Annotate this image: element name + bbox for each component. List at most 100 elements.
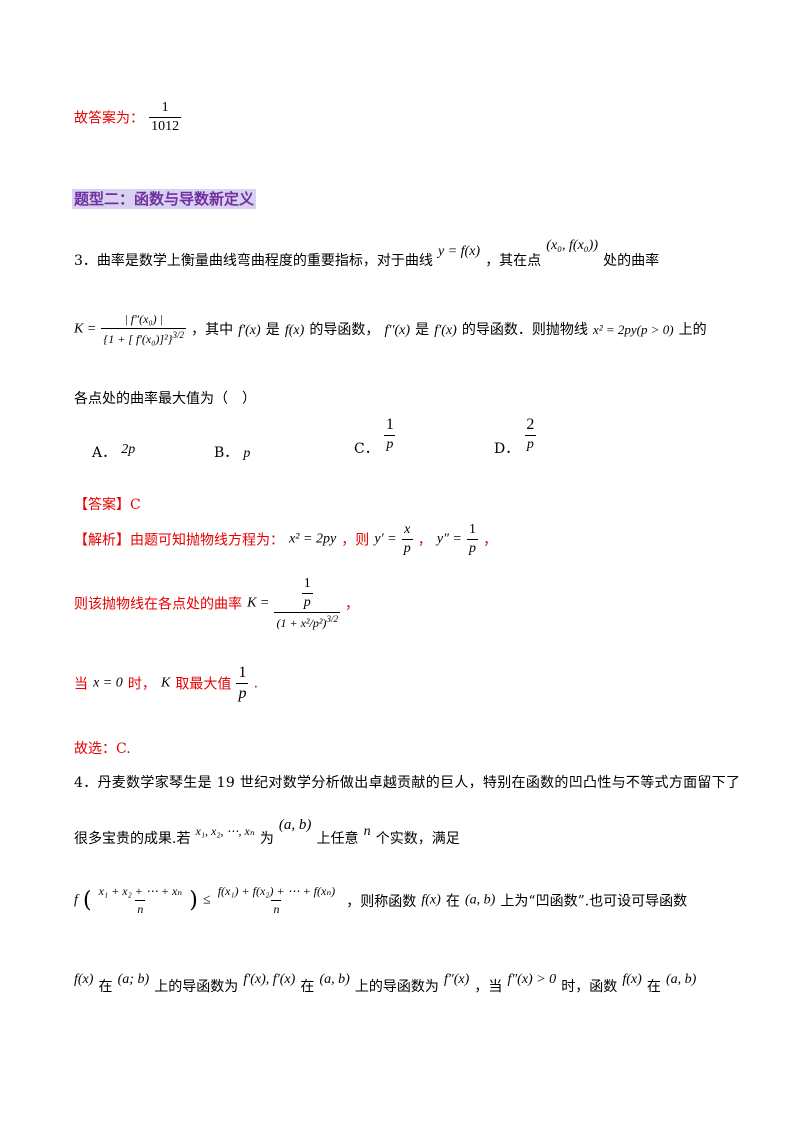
q3-fx: f(x) bbox=[284, 323, 305, 338]
q4-text-2d: 个实数，满足 bbox=[375, 831, 460, 847]
q4-interval5: (a, b) bbox=[665, 972, 697, 987]
q4-interval: (a, b) bbox=[278, 817, 312, 833]
q4-line4: f(x) 在 (a; b) 上的导函数为 f′(x), f′(x) 在 (a, … bbox=[74, 968, 697, 995]
option-c-num: 1 bbox=[385, 416, 394, 433]
q4-fx2: f(x) bbox=[622, 972, 642, 987]
analysis-line1: 【解析】由题可知抛物线方程为： x² = 2py ，则 y′ = x p ， y… bbox=[74, 522, 497, 557]
q4-paren-close: ) bbox=[189, 888, 198, 913]
analysis-label: 【解析】由题可知抛物线方程为： bbox=[74, 532, 284, 549]
prev-answer-num: 1 bbox=[161, 100, 169, 115]
q3-text-4: ，其中 bbox=[191, 322, 234, 338]
q3-option-b[interactable]: B． p bbox=[214, 442, 250, 462]
q4-text-4d: 上的导函数为 bbox=[354, 979, 439, 995]
q4-line1: 4．丹麦数学家琴生是 19 世纪对数学分析做出卓越贡献的巨人，特别在函数的凹凸性… bbox=[74, 775, 741, 791]
q4-fx: f(x) bbox=[421, 892, 441, 908]
q3-fp: f′(x) bbox=[238, 323, 261, 338]
q4-jensen-lhs-den: n bbox=[135, 900, 146, 916]
option-d-fraction: 2 p bbox=[524, 416, 536, 453]
q4-text-2b: 为 bbox=[259, 831, 274, 847]
q3-option-d[interactable]: D． 2 p bbox=[494, 416, 536, 457]
analysis-K-num-num: 1 bbox=[303, 576, 311, 591]
q4-text-4b: 上的导函数为 bbox=[154, 979, 239, 995]
analysis-text-3c: 取最大值 bbox=[175, 676, 232, 693]
analysis-K-den-wrap: (1 + x²/p²)3/2 bbox=[274, 612, 340, 631]
q3-line2: K = | f″(x₀) | {1 + [ f′(x₀)]²}3/2 ，其中 f… bbox=[74, 312, 707, 347]
q4-text-4g: 在 bbox=[646, 979, 661, 995]
q3-text-1: 3．曲率是数学上衡量曲线弯曲程度的重要指标，对于曲线 bbox=[74, 253, 433, 269]
analysis-yp: y′ = bbox=[374, 531, 397, 547]
q4-jensen-rhs-frac: f(x₁) + f(x₂) + ⋯ + f(xₙ) n bbox=[216, 884, 337, 917]
q4-derivs: f′(x), f′(x) bbox=[243, 972, 296, 987]
option-b-value: p bbox=[243, 446, 251, 461]
q3-K-lhs: K = bbox=[74, 321, 97, 337]
analysis-text-3-end: . bbox=[253, 675, 259, 692]
q3-text-3: 处的曲率 bbox=[603, 253, 660, 269]
q3-option-a[interactable]: A． 2p bbox=[92, 442, 135, 462]
prev-answer-fraction: 1 1012 bbox=[149, 100, 182, 135]
analysis-K-den: (1 + x²/p²) bbox=[276, 616, 327, 630]
section-heading: 题型二：函数与导数新定义 bbox=[72, 188, 257, 209]
q3-point: (x₀, f(x₀)) bbox=[546, 238, 598, 253]
analysis-yp-frac: x p bbox=[401, 522, 413, 557]
option-d-num: 2 bbox=[526, 416, 535, 433]
analysis-line3: 当 x = 0 时， K 取最大值 1 p . bbox=[74, 664, 258, 703]
analysis-K-den-exp: 3/2 bbox=[326, 614, 338, 624]
q4-vars: x₁, x₂, ⋯, xₙ bbox=[195, 824, 255, 838]
analysis-Kvar: K bbox=[160, 675, 171, 691]
analysis-yp-num: x bbox=[404, 522, 411, 537]
analysis-eq: x² = 2py bbox=[289, 531, 337, 547]
q3-curve: y = f(x) bbox=[438, 244, 481, 259]
q3-K-num: | f″(x₀) | bbox=[124, 312, 163, 326]
q3-option-c[interactable]: C． 1 p bbox=[354, 416, 396, 457]
q4-jensen-lhs-num: x₁ + x₂ + ⋯ + xₙ bbox=[98, 884, 183, 898]
q4-interval3: (a; b) bbox=[117, 972, 150, 987]
q4-text-4c: 在 bbox=[300, 979, 315, 995]
q4-jensen-rhs-den: n bbox=[271, 900, 282, 916]
analysis-ypp-num: 1 bbox=[468, 522, 476, 537]
q3-K-den: {1 + [ f′(x₀)]²} bbox=[103, 332, 173, 346]
q3-fp2: f′(x) bbox=[434, 323, 457, 338]
option-b-label: B． bbox=[214, 445, 239, 461]
analysis-K-num-frac: 1 p bbox=[301, 576, 313, 611]
option-d-den: p bbox=[524, 435, 536, 452]
prev-answer-den: 1012 bbox=[149, 117, 182, 134]
q3-K-den-wrap: {1 + [ f′(x₀)]²}3/2 bbox=[101, 328, 186, 347]
q3-K-den-exp: 3/2 bbox=[172, 330, 184, 340]
q4-interval2: (a, b) bbox=[465, 892, 496, 908]
q3-fpp: f′′(x) bbox=[384, 323, 411, 338]
q4-text-3a: ，则称函数 bbox=[346, 893, 417, 910]
section-title: 题型二：函数与导数新定义 bbox=[72, 189, 257, 209]
choice-line: 故选：C. bbox=[74, 741, 131, 757]
prev-answer-label: 故答案为： bbox=[74, 110, 144, 127]
q4-text-3c: 上为“凹函数”.也可设可导函数 bbox=[500, 893, 688, 910]
q3-line1: 3．曲率是数学上衡量曲线弯曲程度的重要指标，对于曲线 y = f(x) ，其在点… bbox=[74, 238, 659, 269]
option-c-label: C． bbox=[354, 441, 379, 457]
q3-text-8: 的导函数．则抛物线 bbox=[461, 322, 588, 338]
q4-interval4: (a, b) bbox=[319, 972, 350, 987]
q3-line3: 各点处的曲率最大值为（ ） bbox=[74, 391, 256, 407]
q4-line3: f ( x₁ + x₂ + ⋯ + xₙ n ) ≤ f(x₁) + f(x₂)… bbox=[74, 884, 687, 917]
analysis-yp-den: p bbox=[401, 539, 413, 556]
analysis-max-den: p bbox=[236, 683, 249, 702]
analysis-K-fraction: 1 p (1 + x²/p²)3/2 bbox=[274, 576, 340, 631]
q4-leq: ≤ bbox=[202, 892, 211, 908]
q4-text-4e: ，当 bbox=[474, 979, 503, 995]
q4-jensen-f: f bbox=[74, 892, 78, 908]
analysis-text-2-end: ， bbox=[345, 596, 360, 613]
q3-text-9: 上的 bbox=[678, 322, 707, 338]
q4-text-3b: 在 bbox=[445, 893, 460, 910]
option-a-value: 2p bbox=[121, 442, 136, 457]
analysis-text-3a: 当 bbox=[74, 676, 88, 693]
option-d-label: D． bbox=[494, 441, 520, 457]
q3-text-5: 是 bbox=[265, 322, 280, 338]
q3-K-fraction: | f″(x₀) | {1 + [ f′(x₀)]²}3/2 bbox=[101, 312, 186, 347]
q4-text-2a: 很多宝贵的成果.若 bbox=[74, 831, 191, 847]
q4-line4-fx: f(x) bbox=[74, 972, 94, 987]
q4-text-4f: 时，函数 bbox=[561, 979, 618, 995]
answer-line: 【答案】C bbox=[74, 497, 141, 513]
analysis-max-frac: 1 p bbox=[236, 664, 249, 703]
q4-text-2c: 上任意 bbox=[316, 831, 359, 847]
analysis-then: ，则 bbox=[341, 532, 370, 549]
analysis-max-num: 1 bbox=[238, 664, 247, 681]
analysis-ypp-frac: 1 p bbox=[466, 522, 478, 557]
